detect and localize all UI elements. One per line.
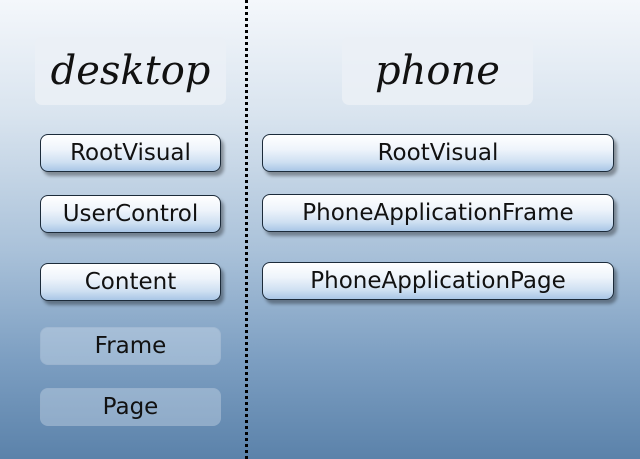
phone-application-page-node: PhoneApplicationPage xyxy=(262,262,614,300)
phone-application-frame-node: PhoneApplicationFrame xyxy=(262,194,614,232)
desktop-content-node: Content xyxy=(40,263,221,301)
desktop-rootvisual-node: RootVisual xyxy=(40,134,221,172)
desktop-page-node: Page xyxy=(40,388,221,426)
desktop-frame-node: Frame xyxy=(40,327,221,365)
phone-rootvisual-node: RootVisual xyxy=(262,134,614,172)
desktop-usercontrol-node: UserControl xyxy=(40,195,221,233)
phone-heading: phone xyxy=(342,37,533,105)
desktop-heading: desktop xyxy=(35,37,226,105)
column-divider xyxy=(245,0,248,459)
